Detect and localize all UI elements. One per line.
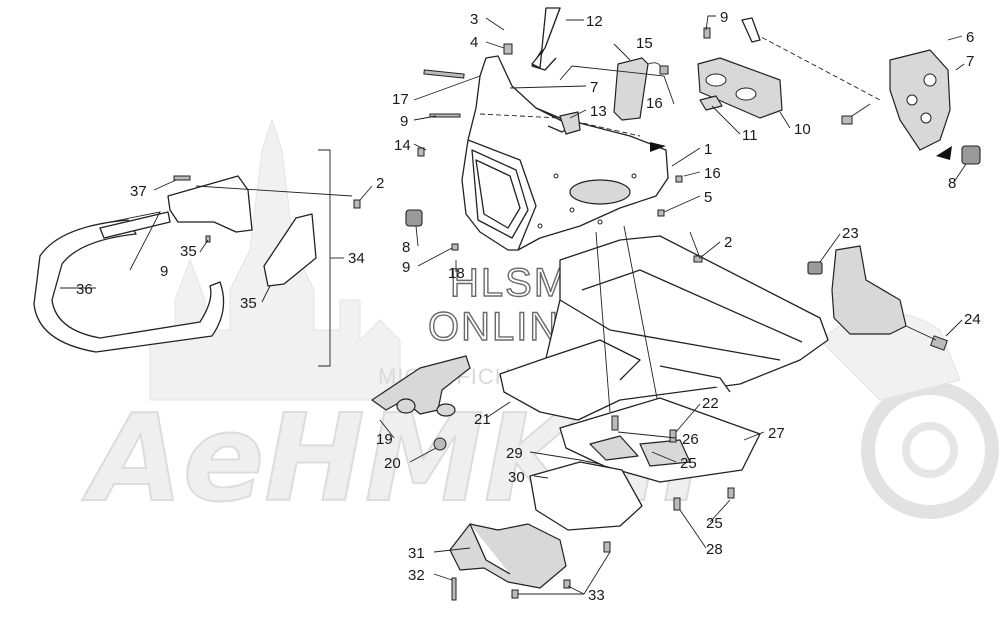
callout-33: 33 — [588, 587, 605, 604]
callout-19: 19 — [376, 431, 393, 448]
callout-9: 9 — [400, 113, 408, 130]
callout-26: 26 — [682, 431, 699, 448]
part-31-shield — [449, 523, 567, 589]
callout-9: 9 — [720, 9, 728, 26]
callout-8: 8 — [402, 239, 410, 256]
callout-2: 2 — [376, 175, 384, 192]
part-10-plate — [697, 57, 783, 119]
callout-30: 30 — [508, 469, 525, 486]
callout-29: 29 — [506, 445, 523, 462]
part-19-tube-bracket — [371, 355, 471, 415]
part-6-bracket — [889, 49, 951, 151]
callout-4: 4 — [470, 34, 478, 51]
callout-31: 31 — [408, 545, 425, 562]
callout-35: 35 — [180, 243, 197, 260]
callout-37: 37 — [130, 183, 147, 200]
callout-16: 16 — [646, 95, 663, 112]
callout-27: 27 — [768, 425, 785, 442]
wheel-silhouette — [861, 381, 999, 519]
callout-2: 2 — [724, 234, 732, 251]
part-11-clip — [699, 95, 723, 111]
callout-35: 35 — [240, 295, 257, 312]
callout-18: 18 — [448, 265, 465, 282]
callout-24: 24 — [964, 311, 981, 328]
callout-25: 25 — [706, 515, 723, 532]
callout-14: 14 — [394, 137, 411, 154]
part-35-plate — [263, 213, 317, 287]
callout-20: 20 — [384, 455, 401, 472]
callout-8: 8 — [948, 175, 956, 192]
part-30-plate — [529, 461, 643, 531]
callout-16: 16 — [704, 165, 721, 182]
direction-arrow-right — [936, 146, 952, 160]
callout-21: 21 — [474, 411, 491, 428]
callout-10: 10 — [794, 121, 811, 138]
callout-7: 7 — [590, 79, 598, 96]
part-21-subframe — [499, 235, 829, 421]
part-15-module — [613, 57, 649, 121]
callout-36: 36 — [76, 281, 93, 298]
callout-15: 15 — [636, 35, 653, 52]
callout-32: 32 — [408, 567, 425, 584]
callout-23: 23 — [842, 225, 859, 242]
callout-5: 5 — [704, 189, 712, 206]
callout-25: 25 — [680, 455, 697, 472]
callout-labels: 3 4 12 9 6 7 15 17 7 16 9 13 10 11 14 1 … — [76, 9, 981, 604]
callout-1: 1 — [704, 141, 712, 158]
leader-lines — [60, 15, 967, 595]
callout-6: 6 — [966, 29, 974, 46]
part-23-bracket — [831, 245, 907, 335]
part-20-nut — [433, 437, 447, 451]
callout-3: 3 — [470, 11, 478, 28]
callout-9: 9 — [160, 263, 168, 280]
callout-9: 9 — [402, 259, 410, 276]
direction-arrow — [650, 142, 666, 152]
callout-11: 11 — [742, 127, 758, 144]
part-37-bracket — [167, 175, 253, 233]
callout-22: 22 — [702, 395, 719, 412]
part-13-tab — [559, 111, 581, 135]
part-36-bumper — [33, 219, 225, 353]
callout-34: 34 — [348, 250, 365, 267]
part-8-bumper-right — [961, 145, 981, 165]
callout-13: 13 — [590, 103, 607, 120]
callout-28: 28 — [706, 541, 723, 558]
callout-17: 17 — [392, 91, 409, 108]
callout-12: 12 — [586, 13, 603, 30]
part-27-skid-plate — [559, 397, 761, 483]
callout-7: 7 — [966, 53, 974, 70]
frame-oval-recess — [569, 179, 631, 205]
watermark-hlsm: HLSM — [450, 261, 569, 305]
